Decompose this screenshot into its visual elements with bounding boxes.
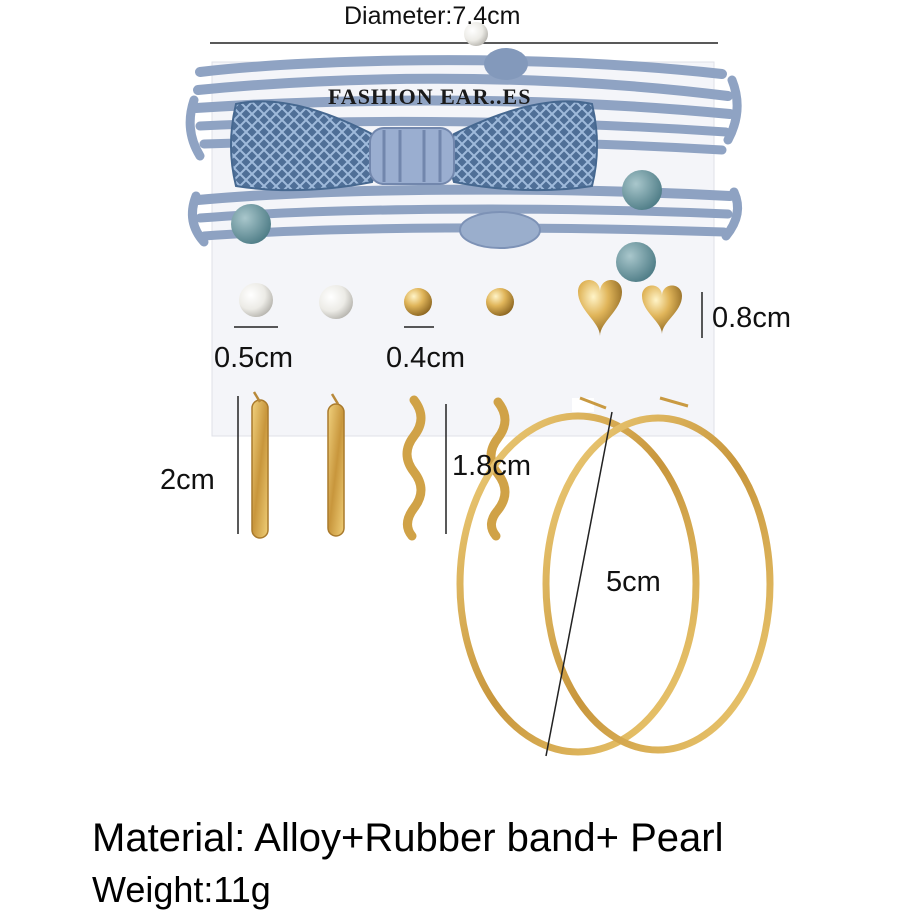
gold-heart-stud (578, 280, 622, 336)
ball-size-label: 0.4cm (386, 342, 465, 374)
pearl-stud (319, 285, 353, 319)
large-hoop-diameter-line (545, 411, 613, 757)
large-hoop-earring (456, 412, 700, 756)
band-knot-top (464, 22, 528, 80)
large-hoop-earring (542, 414, 774, 754)
pearl-stud (239, 283, 273, 317)
blue-bead (231, 204, 271, 244)
gold-ball-stud (486, 288, 514, 316)
gold-ball-stud (404, 288, 432, 316)
stud-height-label: 0.8cm (712, 302, 791, 334)
twisted-hoop-earring (402, 395, 426, 541)
large-hoop-size-label: 5cm (606, 566, 661, 598)
card-print-text: FASHION EAR..ES (328, 84, 532, 109)
small-hoop-earring (327, 393, 345, 537)
band-knot-bottom (459, 211, 541, 249)
diameter-label: Diameter:7.4cm (344, 2, 521, 30)
weight-spec: Weight:11g (92, 869, 271, 910)
pearl-size-label: 0.5cm (214, 342, 293, 374)
blue-bead (622, 170, 662, 210)
blue-bead (616, 242, 656, 282)
small-hoop-earring (251, 391, 269, 539)
pearl-bead (464, 22, 488, 46)
mesh-bow (230, 100, 598, 192)
twisted-hoop-size-label: 1.8cm (452, 450, 531, 482)
gold-heart-stud (642, 285, 682, 334)
small-hoop-size-label: 2cm (160, 464, 215, 496)
material-spec: Material: Alloy+Rubber band+ Pearl (92, 816, 724, 860)
twisted-hoop-earring (486, 397, 510, 541)
